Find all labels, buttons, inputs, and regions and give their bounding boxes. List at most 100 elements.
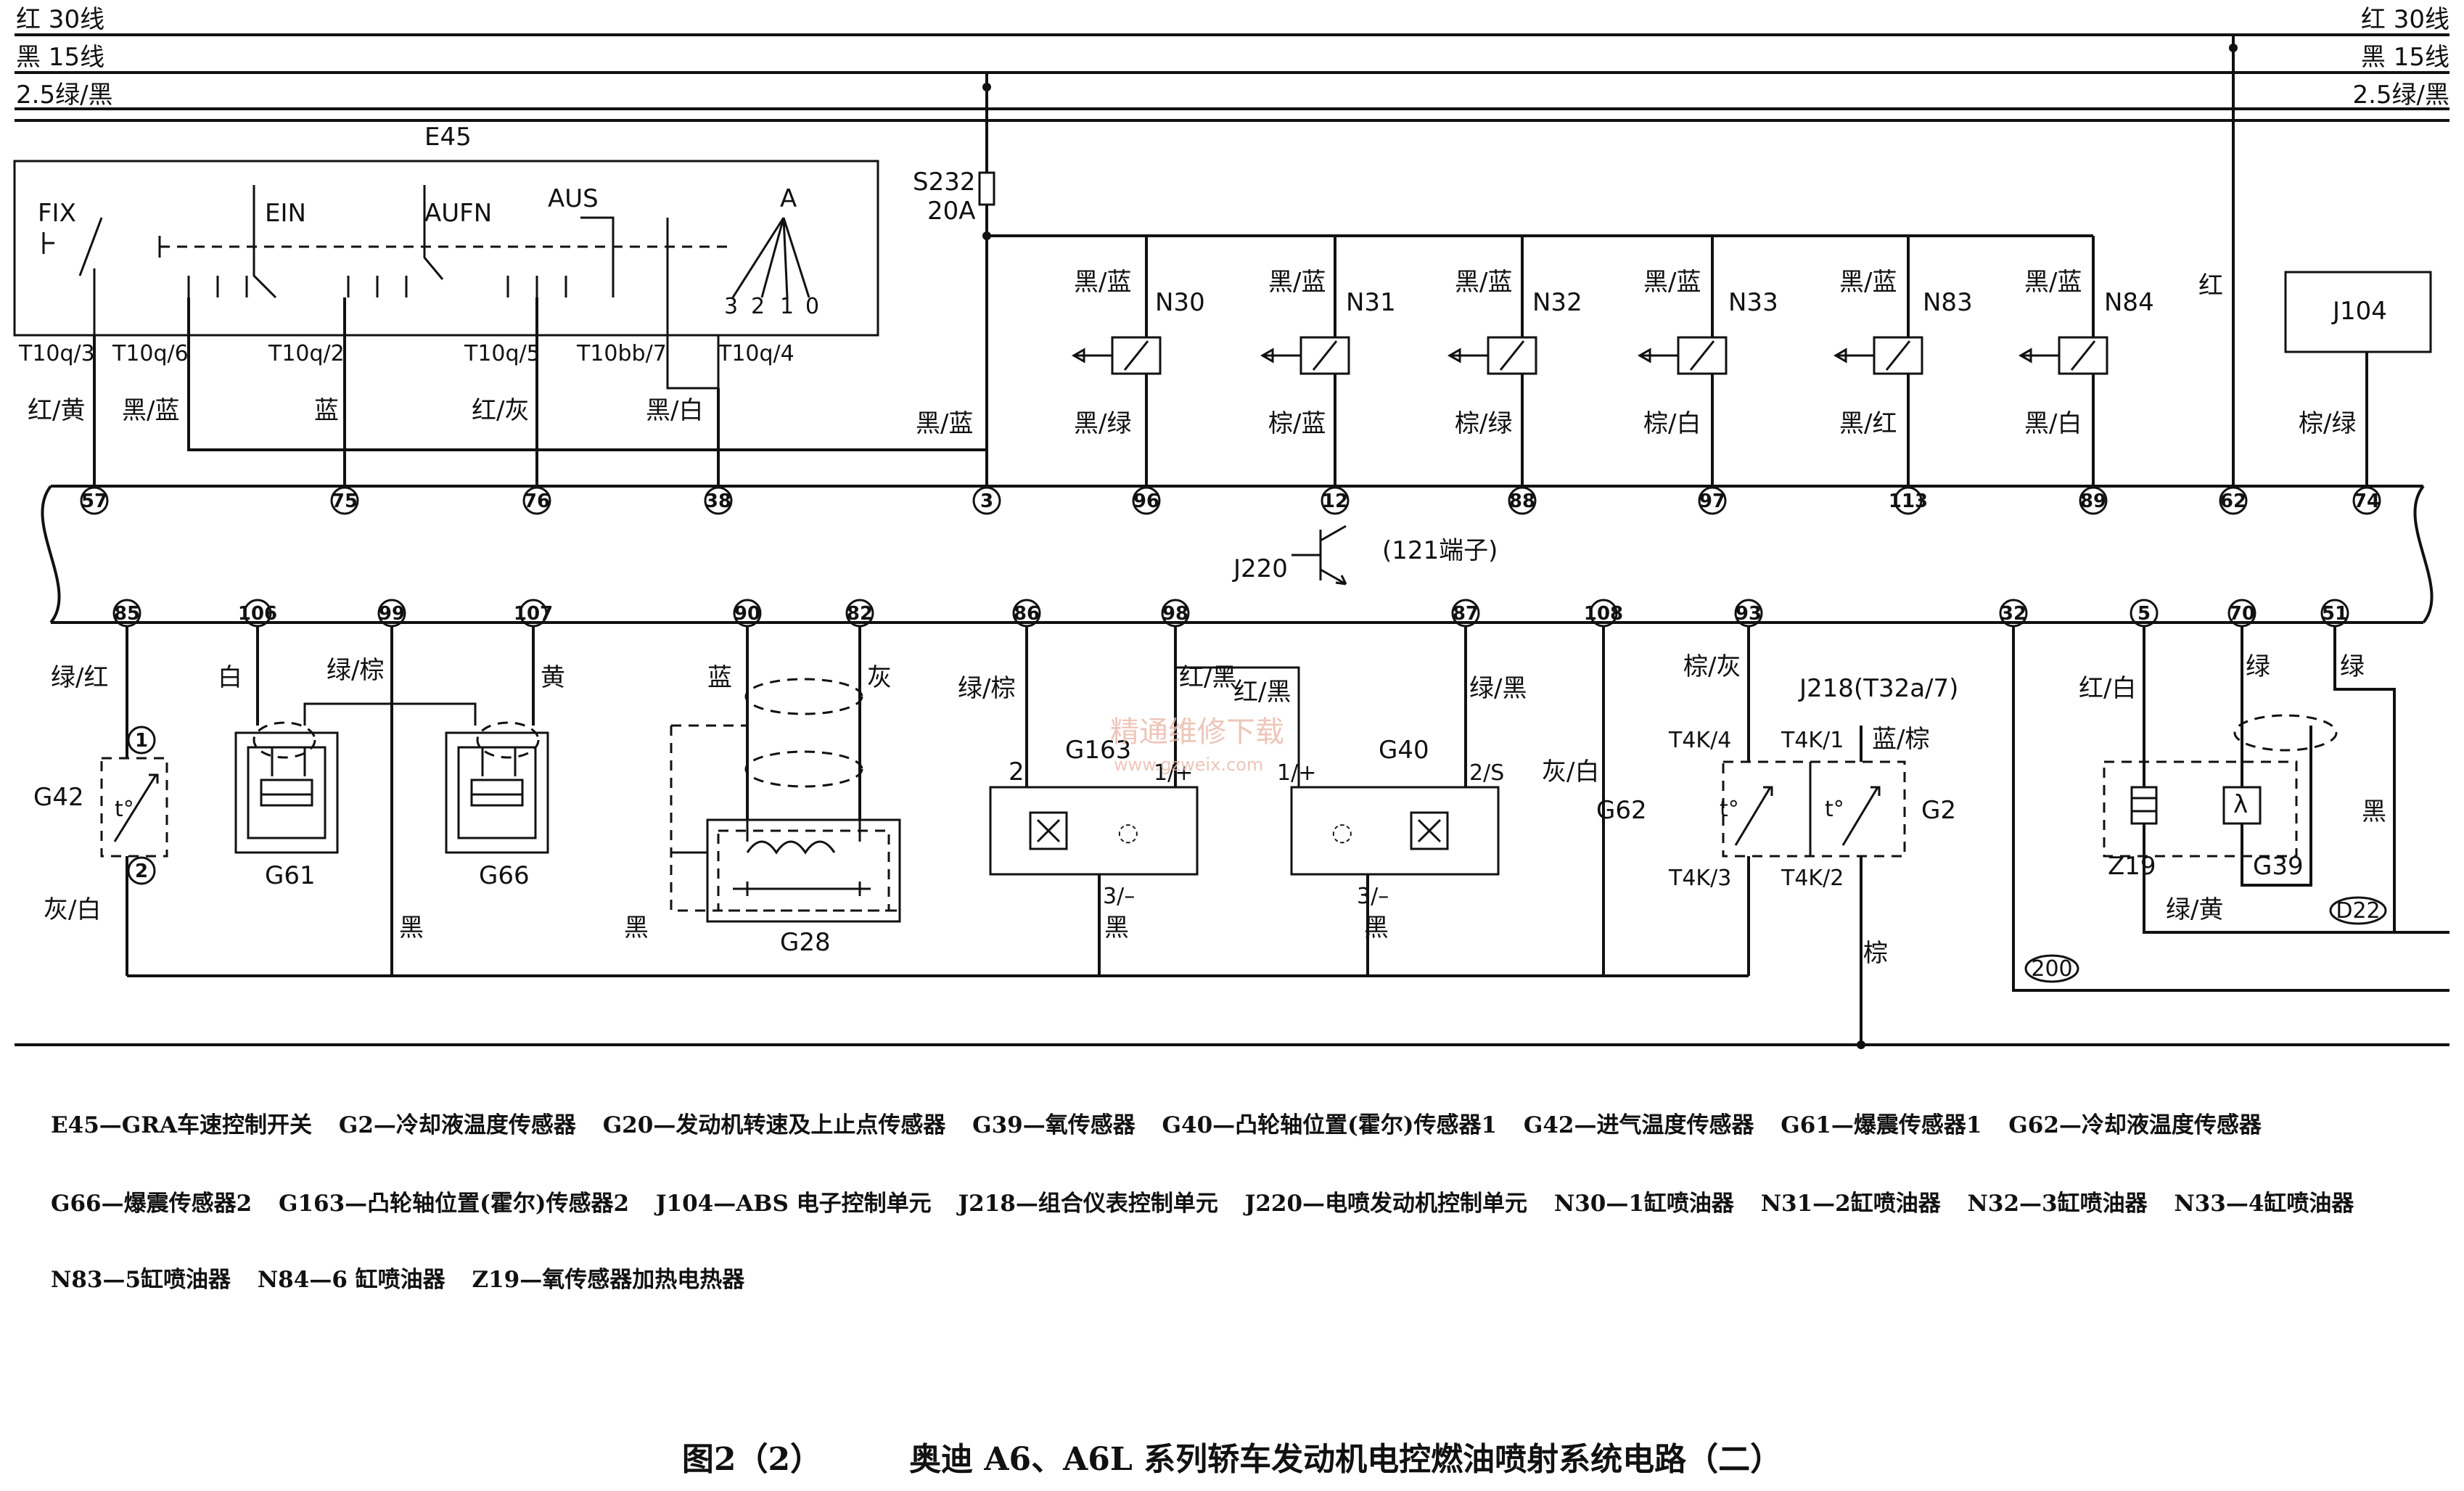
svg-text:黄: 黄 bbox=[541, 663, 565, 692]
svg-text:32: 32 bbox=[2000, 603, 2026, 625]
svg-text:T4K/4: T4K/4 bbox=[1668, 728, 1731, 753]
a-label: A bbox=[780, 184, 797, 213]
svg-text:黑/蓝: 黑/蓝 bbox=[1268, 268, 1326, 297]
svg-text:200: 200 bbox=[2031, 956, 2072, 982]
bus-label-15-right: 黑 15线 bbox=[2361, 43, 2449, 72]
fix-label: FIX bbox=[38, 199, 76, 228]
svg-text:黑: 黑 bbox=[1364, 913, 1389, 942]
svg-text:75: 75 bbox=[332, 490, 358, 512]
wire-108: 灰/白 bbox=[1542, 626, 1605, 976]
svg-text:T10q/5: T10q/5 bbox=[464, 341, 541, 366]
svg-text:t°: t° bbox=[1720, 797, 1739, 822]
pin-87: 87 bbox=[1451, 599, 1480, 628]
svg-text:90: 90 bbox=[734, 603, 760, 625]
svg-text:N31: N31 bbox=[1346, 288, 1396, 317]
ecu-name: J220 bbox=[1232, 554, 1288, 583]
aufn-label: AUFN bbox=[424, 199, 492, 228]
j104-label: J104 bbox=[2331, 297, 2387, 326]
pin-97: 97 bbox=[1698, 486, 1727, 515]
svg-text:蓝: 蓝 bbox=[707, 663, 732, 692]
svg-text:97: 97 bbox=[1699, 490, 1725, 512]
svg-text:1: 1 bbox=[780, 294, 794, 319]
sensor-g163: ◌ 2 1/+ G163 3/– 黑 绿/棕 红/黑 红/黑 bbox=[958, 626, 1300, 976]
pin-82: 82 bbox=[845, 599, 874, 628]
sensor-g61: G61 bbox=[234, 731, 339, 890]
pin-85: 85 bbox=[112, 599, 141, 628]
fuse-rating: 20A bbox=[927, 197, 976, 226]
wire-62-and-j104: 红 J104 棕/绿 bbox=[2198, 35, 2432, 486]
svg-text:62: 62 bbox=[2220, 490, 2246, 512]
svg-text:Z19: Z19 bbox=[2108, 852, 2156, 881]
svg-text:绿/红: 绿/红 bbox=[51, 663, 108, 692]
svg-text:黑/白: 黑/白 bbox=[2024, 409, 2082, 438]
svg-text:2: 2 bbox=[751, 294, 765, 319]
pin-70: 70 bbox=[2227, 599, 2256, 628]
svg-text:2: 2 bbox=[135, 860, 148, 882]
sensor-g66: G66 bbox=[445, 731, 549, 890]
e45-label: E45 bbox=[424, 123, 472, 152]
svg-text:白: 白 bbox=[218, 663, 242, 692]
svg-text:◌: ◌ bbox=[1117, 818, 1139, 847]
pin-76: 76 bbox=[522, 486, 551, 515]
component-legend: E45—GRA车速控制开关 G2—冷却液温度传感器 G20—发动机转速及上止点传… bbox=[51, 1112, 2262, 1138]
oxygen-sensor: λ 红/白 绿 绿 黑 Z19 G39 绿/黄 D22 200 bbox=[2012, 626, 2449, 992]
switch-positions: 3 2 1 0 bbox=[724, 294, 819, 319]
injector-n31: 黑/蓝 N31 棕/蓝 bbox=[1260, 236, 1396, 486]
injectors: 黑/蓝 N30 黑/绿 黑/蓝 N31 棕/蓝 黑/蓝 N32 棕/绿 bbox=[1071, 236, 2154, 486]
svg-text:T10q/4: T10q/4 bbox=[718, 341, 794, 366]
svg-text:蓝: 蓝 bbox=[314, 396, 339, 425]
svg-text:G39: G39 bbox=[2253, 852, 2304, 881]
svg-text:T10bb/7: T10bb/7 bbox=[576, 341, 667, 366]
pin-113: 113 bbox=[1889, 486, 1928, 515]
ecu-top-pins: 57 75 76 38 3 96 12 88 97 113 89 62 74 bbox=[80, 486, 2381, 515]
svg-text:2: 2 bbox=[1009, 757, 1024, 786]
svg-text:74: 74 bbox=[2354, 490, 2380, 512]
pin-108: 108 bbox=[1584, 599, 1623, 628]
svg-text:107: 107 bbox=[514, 603, 553, 625]
svg-text:棕/灰: 棕/灰 bbox=[1683, 652, 1741, 681]
svg-text:N32: N32 bbox=[1532, 288, 1582, 317]
pin-57: 57 bbox=[80, 486, 109, 515]
svg-text:J218(T32a/7): J218(T32a/7) bbox=[1798, 674, 1958, 703]
svg-text:T4K/2: T4K/2 bbox=[1781, 866, 1844, 891]
component-legend-line-2: G66—爆震传感器2 G163—凸轮轴位置(霍尔)传感器2 J104—ABS 电… bbox=[51, 1191, 2354, 1217]
svg-text:38: 38 bbox=[705, 490, 731, 512]
svg-text:G40: G40 bbox=[1379, 736, 1429, 765]
cruise-control-switch-e45: E45 FIX EIN AUFN AUS A 3 2 1 0 T10q/3 T1… bbox=[13, 123, 879, 390]
figure-number: 图2（2） bbox=[681, 1441, 823, 1478]
component-legend-line-3: N83—5缸喷油器 N84—6 缸喷油器 Z19—氧传感器加热电热器 bbox=[51, 1267, 745, 1293]
svg-text:黑/蓝: 黑/蓝 bbox=[1074, 268, 1131, 297]
svg-text:黑: 黑 bbox=[2362, 797, 2386, 826]
pin-96: 96 bbox=[1132, 486, 1161, 515]
svg-text:黑: 黑 bbox=[1104, 913, 1129, 942]
power-bus: 红 30线 黑 15线 2.5绿/黑 红 30线 黑 15线 2.5绿/黑 bbox=[15, 5, 2449, 122]
svg-text:T4K/3: T4K/3 bbox=[1668, 866, 1731, 891]
svg-text:黑/白: 黑/白 bbox=[646, 396, 703, 425]
svg-text:82: 82 bbox=[847, 603, 873, 625]
svg-text:3: 3 bbox=[980, 490, 993, 512]
injector-n32: 黑/蓝 N32 棕/绿 bbox=[1447, 236, 1582, 486]
svg-text:D22: D22 bbox=[2336, 898, 2380, 924]
pin-89: 89 bbox=[2079, 486, 2108, 515]
svg-text:λ: λ bbox=[2233, 790, 2248, 819]
svg-text:棕/白: 棕/白 bbox=[1643, 409, 1701, 438]
ecu-terminal-note: (121端子) bbox=[1382, 536, 1498, 565]
pin-107: 107 bbox=[514, 599, 553, 628]
svg-text:棕/绿: 棕/绿 bbox=[2299, 409, 2356, 438]
svg-text:精通维修下载: 精通维修下载 bbox=[1110, 715, 1284, 749]
svg-text:0: 0 bbox=[805, 294, 819, 319]
svg-text:T10q/2: T10q/2 bbox=[268, 341, 345, 366]
bus-label-green-black: 2.5绿/黑 bbox=[16, 81, 113, 110]
bus-label-30-right: 红 30线 bbox=[2361, 5, 2449, 34]
pin-12: 12 bbox=[1321, 486, 1350, 515]
bus-label-30: 红 30线 bbox=[16, 5, 104, 34]
svg-text:1/+: 1/+ bbox=[1154, 760, 1193, 786]
svg-text:N83: N83 bbox=[1923, 288, 1973, 317]
svg-text:绿/黑: 绿/黑 bbox=[1469, 674, 1527, 703]
pin-3: 3 bbox=[972, 486, 1001, 515]
svg-text:3/–: 3/– bbox=[1103, 884, 1135, 909]
svg-text:黑: 黑 bbox=[624, 913, 649, 942]
ground-bus bbox=[15, 974, 2449, 1049]
svg-text:113: 113 bbox=[1889, 490, 1928, 512]
svg-text:绿/棕: 绿/棕 bbox=[958, 674, 1015, 703]
